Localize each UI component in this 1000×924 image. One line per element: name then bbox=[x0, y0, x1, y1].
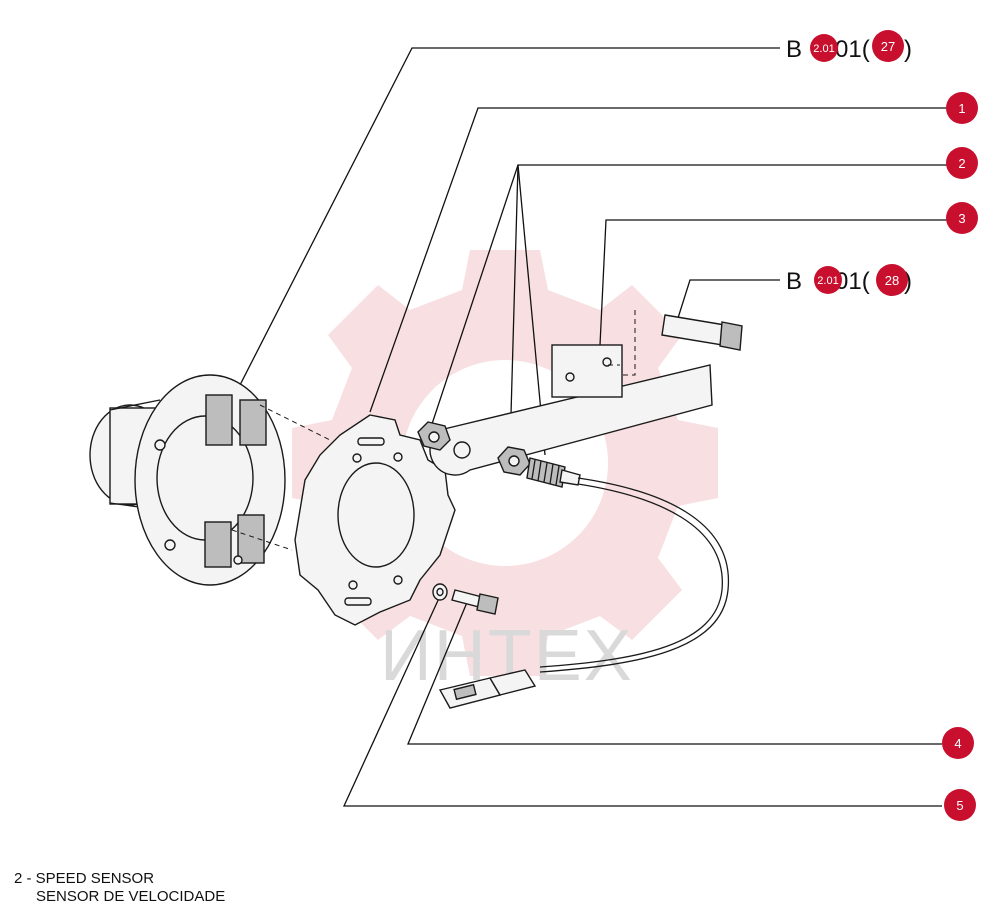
reference-badge[interactable]: 2.01 bbox=[814, 266, 842, 294]
nut bbox=[497, 446, 531, 476]
reference-badge[interactable]: 2.01 bbox=[810, 34, 838, 62]
washer bbox=[432, 583, 448, 601]
callout-badge-3[interactable]: 3 bbox=[946, 202, 978, 234]
reference-close: ) bbox=[904, 36, 912, 63]
reference-label: B 01( ) 2.01 28 bbox=[786, 264, 912, 296]
speed-sensor bbox=[526, 457, 581, 488]
caption-line-1: 2 - SPEED SENSOR bbox=[14, 870, 155, 887]
reference-suffix: 01( bbox=[835, 36, 870, 63]
nut bbox=[417, 421, 451, 451]
svg-text:1: 1 bbox=[958, 101, 965, 116]
svg-text:3: 3 bbox=[958, 211, 965, 226]
wheel-hub-flange bbox=[89, 374, 286, 586]
svg-text:5: 5 bbox=[956, 798, 963, 813]
svg-text:2.01: 2.01 bbox=[813, 43, 834, 55]
screw bbox=[451, 589, 499, 615]
callout-badge-4[interactable]: 4 bbox=[942, 727, 974, 759]
caption-line-2: SENSOR DE VELOCIDADE bbox=[36, 888, 226, 905]
reference-prefix: B bbox=[786, 268, 802, 295]
svg-text:2.01: 2.01 bbox=[817, 275, 838, 287]
bracket-bolt bbox=[661, 314, 743, 351]
sensor-cable bbox=[539, 477, 730, 673]
reference-prefix: B bbox=[786, 36, 802, 63]
reference-close: ) bbox=[904, 268, 912, 295]
svg-text:28: 28 bbox=[885, 273, 899, 288]
callout-badge-5[interactable]: 5 bbox=[944, 789, 976, 821]
sensor-connector bbox=[438, 669, 537, 709]
reference-label: B 01( ) 2.01 27 bbox=[786, 30, 912, 63]
callout-lines bbox=[239, 47, 948, 807]
svg-text:27: 27 bbox=[881, 39, 895, 54]
svg-text:4: 4 bbox=[954, 736, 961, 751]
callout-badge-2[interactable]: 2 bbox=[946, 147, 978, 179]
reference-badge[interactable]: 27 bbox=[872, 30, 904, 62]
part-caption: 2 - SPEED SENSOR SENSOR DE VELOCIDADE bbox=[14, 870, 225, 906]
reference-badge[interactable]: 28 bbox=[876, 264, 908, 296]
callout-badge-1[interactable]: 1 bbox=[946, 92, 978, 124]
tone-wheel-ring bbox=[294, 414, 456, 626]
svg-text:2: 2 bbox=[958, 156, 965, 171]
